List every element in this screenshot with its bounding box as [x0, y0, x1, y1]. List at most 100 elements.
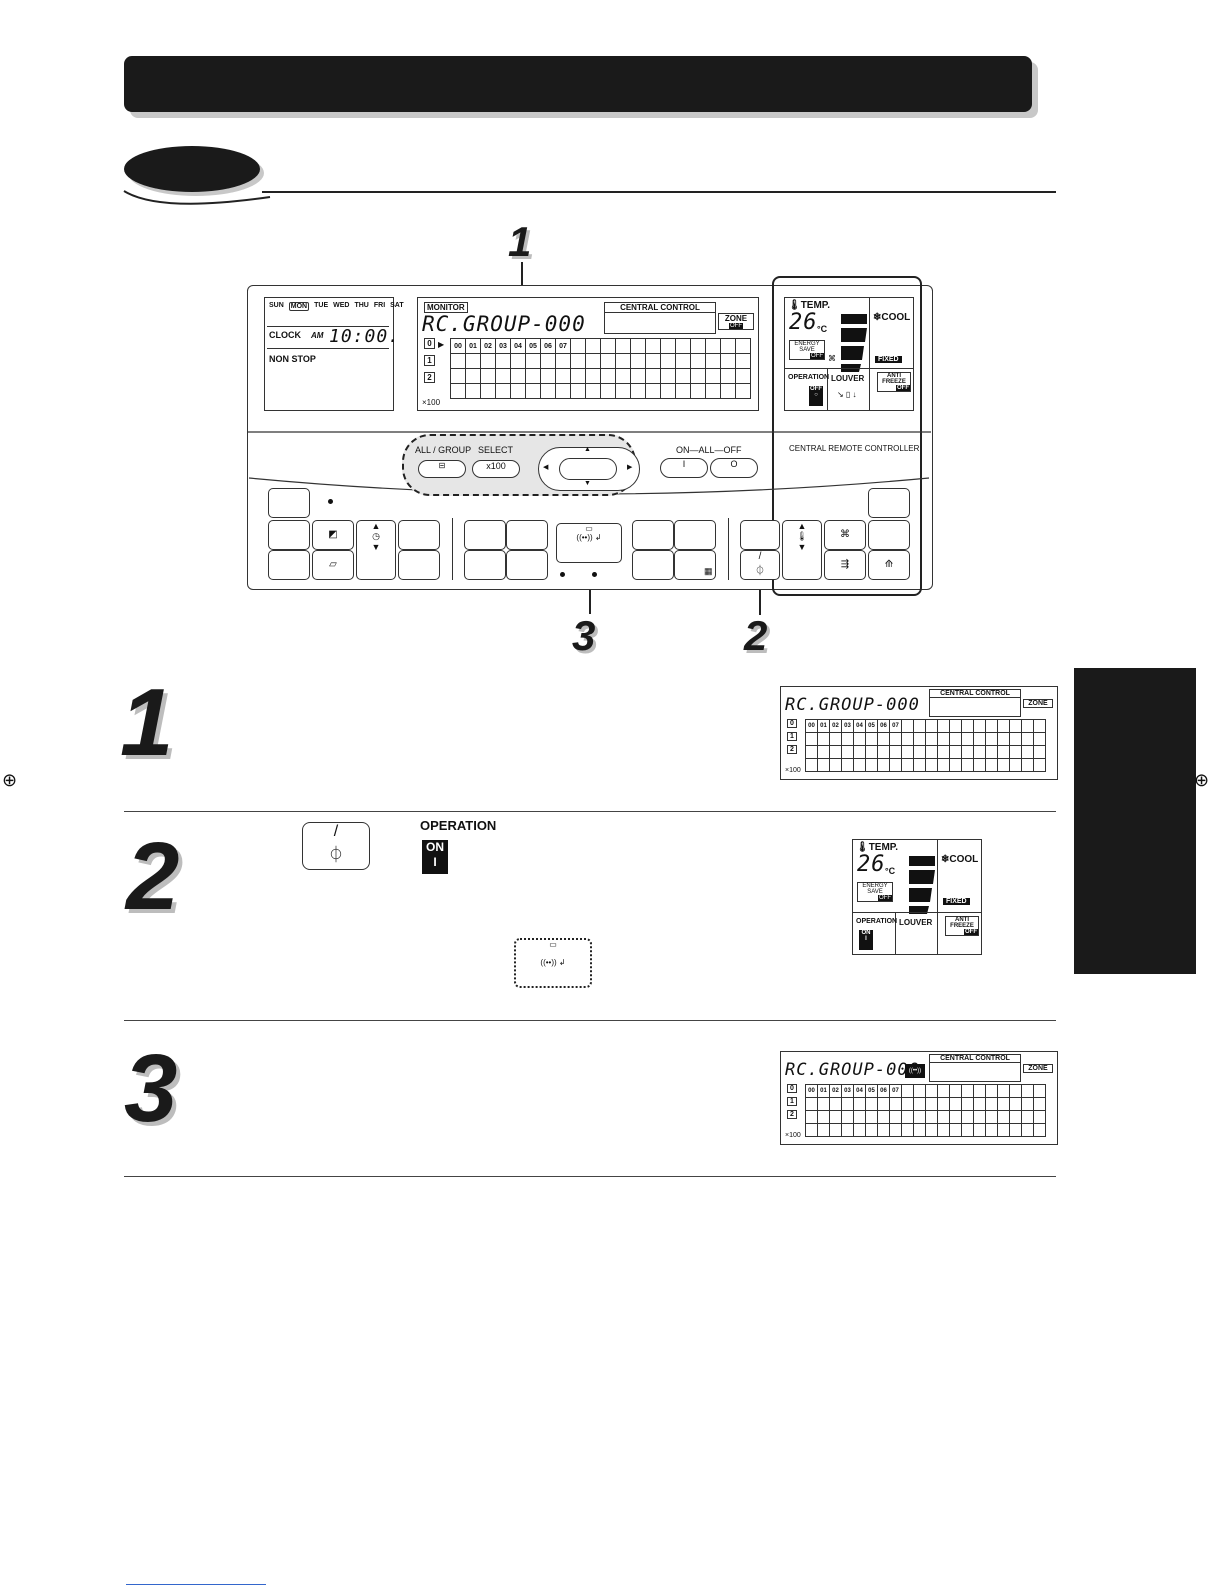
fan-speed-bars	[841, 314, 867, 372]
fan-speed-button[interactable]: ⌘	[824, 520, 866, 550]
grid-cell	[973, 745, 986, 759]
button-r1c13[interactable]	[868, 520, 910, 550]
grid-cell	[615, 338, 631, 354]
grid-cell	[525, 368, 541, 384]
oval-underline	[123, 190, 271, 205]
button-r2c5[interactable]	[464, 550, 506, 580]
grid-cell	[585, 338, 601, 354]
x100-button[interactable]: x100	[472, 460, 520, 478]
button-r1c10[interactable]	[740, 520, 780, 550]
grid-cell	[465, 383, 481, 399]
central-control-box: CENTRAL CONTROL	[604, 302, 716, 334]
button-r1c6[interactable]	[506, 520, 548, 550]
grid-cell	[465, 368, 481, 384]
button-r1c5[interactable]	[464, 520, 506, 550]
grid-cell	[1033, 719, 1046, 733]
temp-unit: °C	[817, 324, 828, 334]
temp-adjust-button[interactable]: ▲🌡▼	[782, 520, 822, 580]
button-r1c4[interactable]	[398, 520, 440, 550]
button-r2c8[interactable]	[632, 550, 674, 580]
operation-button[interactable]: /⏀	[740, 550, 780, 580]
grid-cell	[600, 353, 616, 369]
grid-cell	[817, 1097, 830, 1111]
button-r2c1[interactable]	[268, 550, 310, 580]
step2-temp-label: 🌡TEMP.	[856, 842, 898, 853]
grid-cell	[630, 338, 646, 354]
grid-col-label: 05	[865, 1084, 878, 1098]
step-separator-1	[124, 811, 1056, 812]
day-mon: MON	[288, 302, 310, 311]
button-top-right[interactable]	[868, 488, 910, 518]
grid-cell	[877, 758, 890, 772]
grid-cell	[913, 1110, 926, 1124]
grid-cell	[735, 338, 751, 354]
callout-3: 3	[572, 612, 596, 659]
grid-cell	[901, 1084, 914, 1098]
grid-cell	[690, 353, 706, 369]
grid-cell	[735, 383, 751, 399]
set-button[interactable]: ▭((••)) ↲	[556, 523, 622, 563]
grid-cell	[829, 732, 842, 746]
grid-cell	[735, 353, 751, 369]
grid-cell	[973, 1123, 986, 1137]
select-center-button[interactable]	[559, 458, 617, 480]
grid-cell	[829, 1097, 842, 1111]
grid-cell	[555, 368, 571, 384]
all-group-button[interactable]: ⊟	[418, 460, 466, 478]
button-r2c6[interactable]	[506, 550, 548, 580]
louver-button[interactable]: ⇶	[824, 550, 866, 580]
grid-cell	[817, 758, 830, 772]
grid-cell	[690, 368, 706, 384]
grid-cell	[985, 1123, 998, 1137]
grid-cell	[865, 1110, 878, 1124]
left-arrow-icon: ◀	[543, 464, 549, 471]
timer-off-button[interactable]: ▱	[312, 550, 354, 580]
button-r1c8[interactable]	[632, 520, 674, 550]
step-separator-3	[124, 1176, 1056, 1177]
button-r2c4[interactable]	[398, 550, 440, 580]
grid-col-label: 00	[805, 719, 818, 733]
grid-cell	[829, 1110, 842, 1124]
button-r1c1[interactable]	[268, 520, 310, 550]
grid-cell	[1021, 732, 1034, 746]
grid-col-label: 03	[841, 1084, 854, 1098]
button-r1c9[interactable]	[674, 520, 716, 550]
step3-group-display: RC.GROUP-000	[785, 1060, 920, 1080]
timer-on-button[interactable]: ◩	[312, 520, 354, 550]
grid-col-label: 07	[555, 338, 571, 354]
step2-operation-button[interactable]: /⏀	[302, 822, 370, 870]
grid-cell	[901, 1097, 914, 1111]
grid-cell	[1021, 719, 1034, 733]
grid-cell	[705, 383, 721, 399]
grid-cell	[450, 353, 466, 369]
grid-cell	[937, 1123, 950, 1137]
grid-cell	[841, 1123, 854, 1137]
cool-mode: ❄COOL	[873, 312, 911, 323]
grid-cell	[450, 383, 466, 399]
temp-value: 26	[789, 310, 818, 335]
side-tab	[1074, 668, 1196, 974]
grid-cell	[615, 368, 631, 384]
grid-button[interactable]: ▦	[674, 550, 716, 580]
direction-pad[interactable]: ▲ ▼ ◀ ▶	[538, 446, 640, 491]
down-arrow-icon: ▼	[584, 480, 591, 487]
grid-col-label: 06	[877, 719, 890, 733]
temp-label: 🌡TEMP.	[788, 300, 830, 311]
grid-cell	[805, 1110, 818, 1124]
all-group-label: ALL / GROUP	[415, 445, 472, 455]
step3-x100: ×100	[785, 1132, 801, 1139]
grid-cell	[585, 383, 601, 399]
clock-lcd: SUN MON TUE WED THU FRI SAT CLOCK AM 10:…	[264, 297, 404, 411]
operation-label: OPERATION	[788, 374, 830, 381]
mode-button[interactable]: ⟰	[868, 550, 910, 580]
all-off-button[interactable]: O	[710, 458, 758, 478]
step3-row-selector: 0 1 2	[787, 1084, 797, 1119]
all-on-button[interactable]: I	[660, 458, 708, 478]
time-adjust-button[interactable]: ▲◷▼	[356, 520, 396, 580]
grid-cell	[973, 1084, 986, 1098]
button-top-left[interactable]	[268, 488, 310, 518]
grid-col-label: 05	[525, 338, 541, 354]
grid-cell	[865, 1123, 878, 1137]
grid-cell	[901, 719, 914, 733]
step-number-3: 3	[124, 1035, 178, 1142]
